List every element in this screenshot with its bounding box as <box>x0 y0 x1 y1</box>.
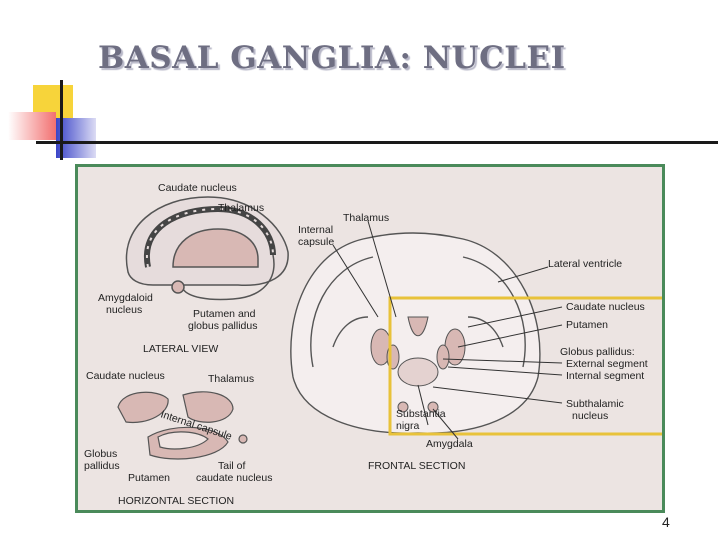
frontal-leader-lines <box>332 220 563 440</box>
frontal-caudate-label: Caudate nucleus <box>566 301 645 313</box>
lateral-putamen-label: Putamen and <box>193 308 256 320</box>
lateral-caudate-label: Caudate nucleus <box>158 182 237 194</box>
horizontal-section-caption: HORIZONTAL SECTION <box>118 495 234 507</box>
slide-title: BASAL GANGLIA: NUCLEI <box>98 40 566 76</box>
figure-drawing: Caudate nucleus Thalamus Amygdaloid nucl… <box>84 182 662 507</box>
horizontal-section-diagram <box>117 391 248 460</box>
lateral-ventricle-label: Lateral ventricle <box>548 258 622 270</box>
amygdala-label: Amygdala <box>426 438 473 450</box>
lateral-view-diagram <box>125 196 289 301</box>
title-underline <box>36 141 718 144</box>
lateral-amygdaloid-label: Amygdaloid <box>98 292 153 304</box>
internal-segment-label: Internal segment <box>566 370 644 382</box>
highlight-box <box>388 296 662 436</box>
horizontal-caudate-label: Caudate nucleus <box>86 370 165 382</box>
vertical-rule <box>60 80 63 160</box>
frontal-globus-label: Globus pallidus: <box>560 346 635 358</box>
lateral-view-caption: LATERAL VIEW <box>143 343 218 355</box>
subthalamic-label-2: nucleus <box>572 410 608 422</box>
lateral-thalamus-label: Thalamus <box>218 202 264 214</box>
horizontal-tail-label-2: caudate nucleus <box>196 472 272 484</box>
frontal-thalamus-label: Thalamus <box>343 212 389 224</box>
page-number: 4 <box>662 514 670 530</box>
basal-ganglia-figure: Caudate nucleus Thalamus Amygdaloid nucl… <box>75 164 665 513</box>
frontal-internal-capsule-label: Internal <box>298 224 333 236</box>
horizontal-putamen-label: Putamen <box>128 472 170 484</box>
horizontal-globus-label-2: pallidus <box>84 460 120 472</box>
subthalamic-label: Subthalamic <box>566 398 624 410</box>
frontal-putamen-label: Putamen <box>566 319 608 331</box>
external-segment-label: External segment <box>566 358 648 370</box>
substantia-nigra-label: Substantia <box>396 408 446 420</box>
horizontal-tail-label: Tail of <box>218 460 246 472</box>
substantia-nigra-label-2: nigra <box>396 420 420 432</box>
red-square-decoration <box>8 112 56 140</box>
frontal-internal-capsule-label-2: capsule <box>298 236 334 248</box>
horizontal-globus-label: Globus <box>84 448 117 460</box>
horizontal-thalamus-label: Thalamus <box>208 373 254 385</box>
lateral-putamen-label-2: globus pallidus <box>188 320 257 332</box>
frontal-section-caption: FRONTAL SECTION <box>368 460 465 472</box>
lateral-amygdaloid-label-2: nucleus <box>106 304 142 316</box>
